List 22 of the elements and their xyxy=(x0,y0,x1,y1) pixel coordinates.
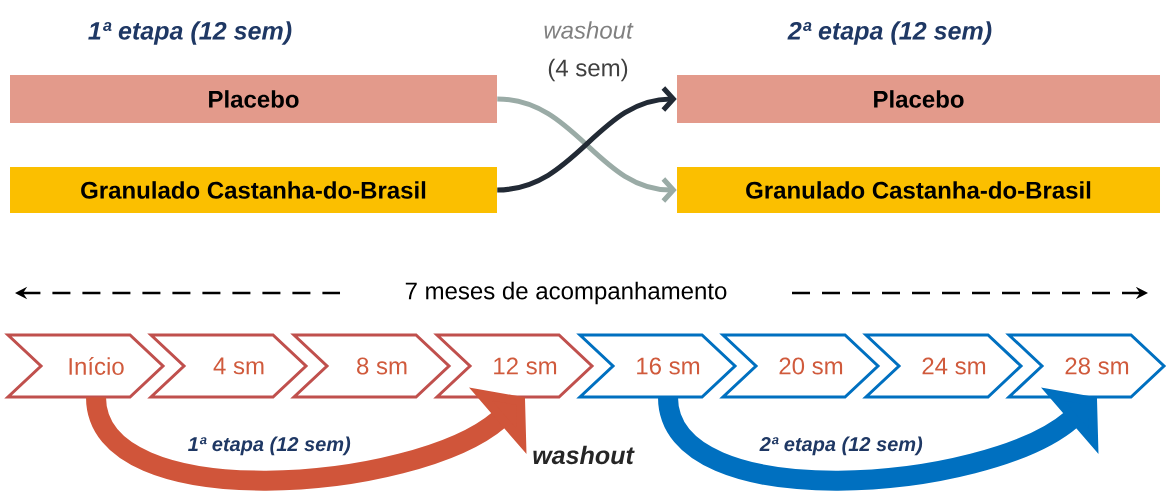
treatment-bar: Granulado Castanha-do-Brasil xyxy=(677,167,1160,213)
chevron-step: Início xyxy=(4,333,166,399)
washout-heading: washout xyxy=(544,21,634,39)
arrow xyxy=(497,86,677,193)
edge-label: 1ª etapa (12 sem) xyxy=(188,436,351,456)
chevron-step: 28 sm xyxy=(1005,333,1167,399)
chevron-step: 8 sm xyxy=(290,333,452,399)
stage-heading: 2ª etapa (12 sem) xyxy=(787,21,992,45)
duration-label: (4 sem) xyxy=(548,58,628,82)
arrow xyxy=(497,96,677,203)
chevron-step: 12 sm xyxy=(433,333,595,399)
stage-heading: 1ª etapa (12 sem) xyxy=(88,21,292,45)
timeline-label: 7 meses de acompanhamento xyxy=(405,281,727,305)
chevron-step: 16 sm xyxy=(576,333,738,399)
chevron-step: 24 sm xyxy=(862,333,1024,399)
edge-label: 2ª etapa (12 sem) xyxy=(759,436,923,456)
treatment-bar: Granulado Castanha-do-Brasil xyxy=(10,167,497,213)
treatment-bar: Placebo xyxy=(677,75,1160,123)
washout-label: washout xyxy=(533,445,635,465)
chevron-step: 20 sm xyxy=(719,333,881,399)
chevron-step: 4 sm xyxy=(147,333,309,399)
treatment-bar: Placebo xyxy=(10,75,497,123)
